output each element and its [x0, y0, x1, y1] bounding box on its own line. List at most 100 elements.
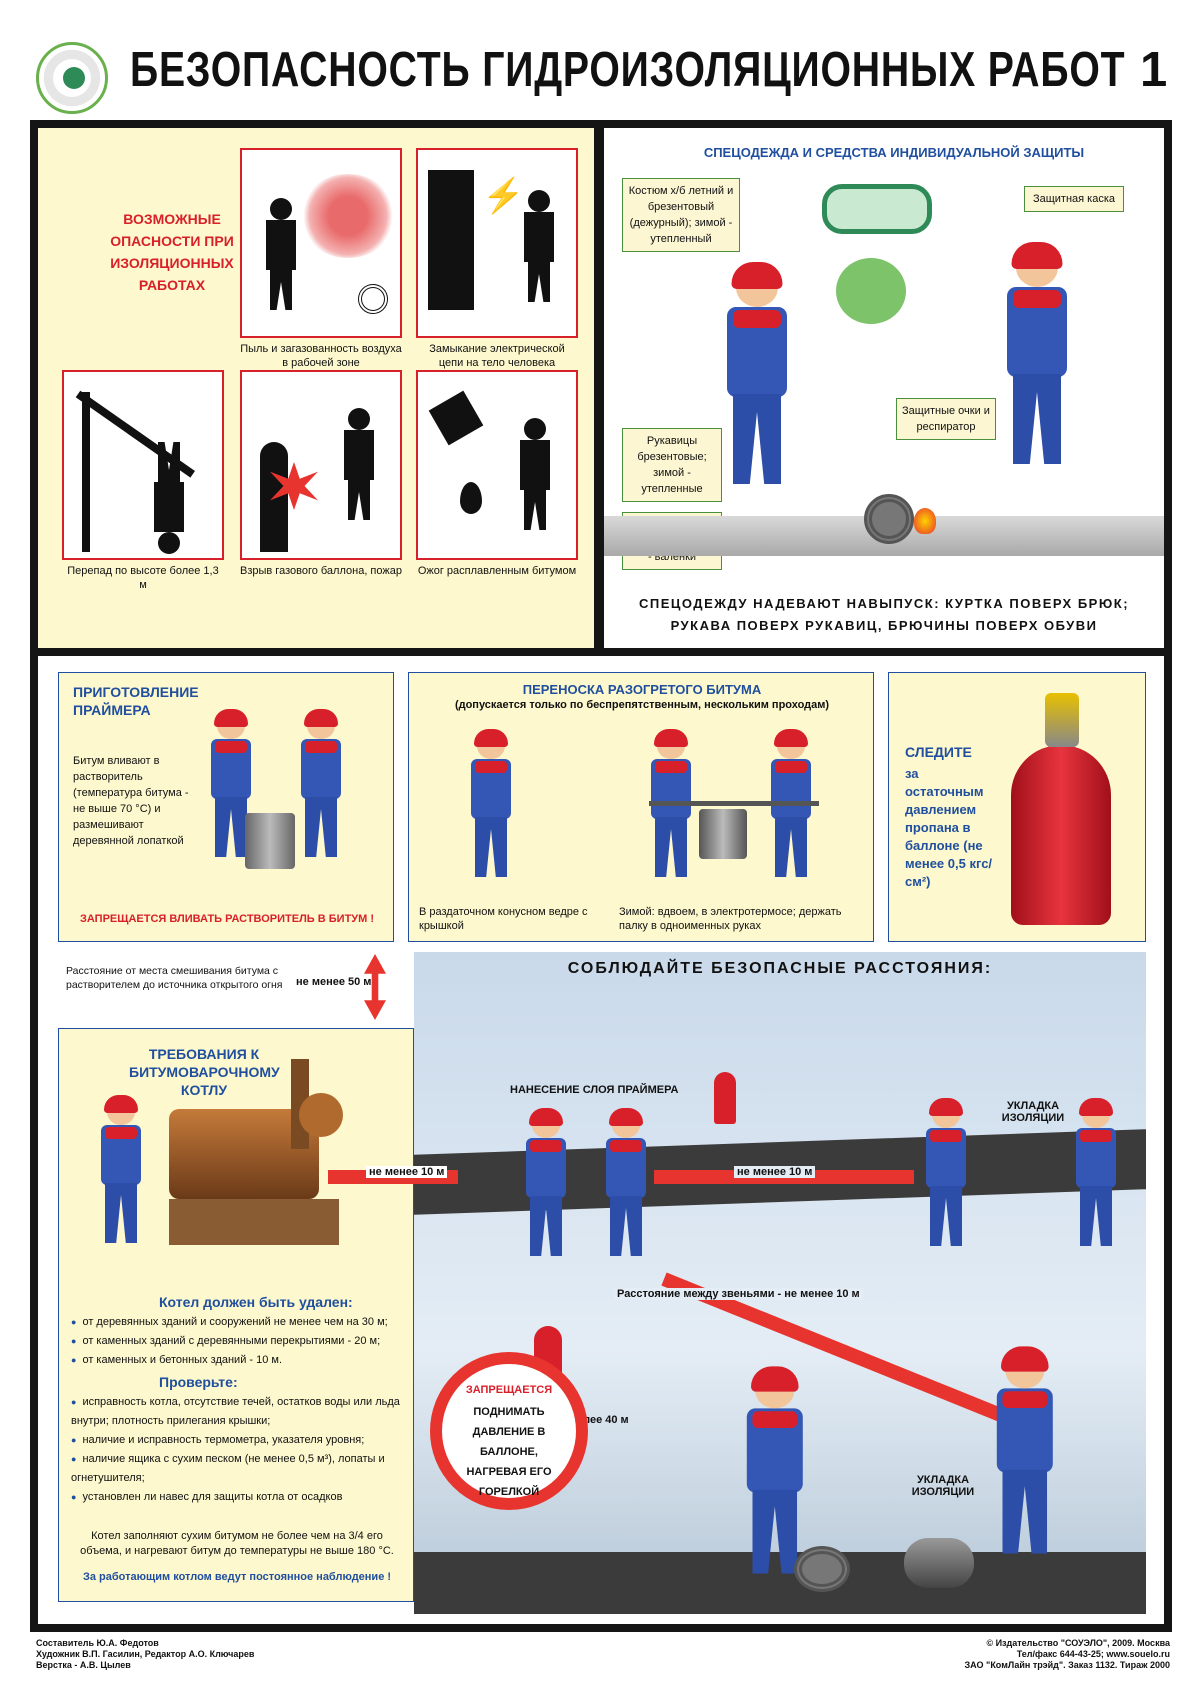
credits-left: Составитель Ю.А. Федотов Художник В.П. Г… — [36, 1638, 254, 1671]
hazard-caption-burn: Ожог расплавленным битумом — [417, 565, 577, 577]
boiler-heading: ТРЕБОВАНИЯ К БИТУМОВАРОЧНОМУ КОТЛУ — [129, 1046, 280, 1098]
credit-print: ЗАО "КомЛайн трэйд". Заказ 1132. Тираж 2… — [964, 1660, 1170, 1670]
page-number: 1 — [1140, 43, 1168, 97]
hazard-fall — [62, 370, 224, 560]
worker-primer-figure — [604, 1108, 650, 1262]
safety-logo-icon — [36, 42, 108, 114]
primer-warning: ЗАПРЕЩАЕТСЯ ВЛИВАТЬ РАСТВОРИТЕЛЬ В БИТУМ… — [79, 913, 375, 925]
boiler-gap-label: не менее 10 м — [366, 1166, 448, 1178]
hazard-burn — [416, 370, 578, 560]
credit-layout: Верстка - А.В. Цылев — [36, 1660, 131, 1670]
ppe-label-gloves: Рукавицы брезентовые; зимой - утепленные — [622, 428, 722, 502]
list-item: наличие ящика с сухим песком (не менее 0… — [71, 1450, 407, 1488]
hazard-dust — [240, 148, 402, 338]
worker-boiler-figure — [99, 1095, 145, 1249]
between-crews-label: Расстояние между звеньями - не менее 10 … — [614, 1288, 863, 1300]
credit-publisher: © Издательство "СОУЭЛО", 2009. Москва — [986, 1638, 1170, 1648]
boiler-check-list: исправность котла, отсутствие течей, ост… — [71, 1393, 407, 1507]
credit-artist: Художник В.П. Гасилин, Редактор А.О. Клю… — [36, 1649, 255, 1659]
transport-caption-right: Зимой: вдвоем, в электротермосе; держать… — [619, 906, 842, 932]
list-item: исправность котла, отсутствие течей, ост… — [71, 1393, 407, 1431]
list-item: наличие и исправность термометра, указат… — [71, 1431, 407, 1450]
hazard-electric: ⚡ — [416, 148, 578, 338]
roll-icon — [794, 1546, 850, 1592]
distance-arrow-icon — [364, 954, 386, 1020]
pressure-heading: СЛЕДИТЕ — [905, 744, 972, 760]
hazards-panel: ВОЗМОЖНЫЕ ОПАСНОСТИ ПРИ ИЗОЛЯЦИОННЫХ РАБ… — [38, 128, 594, 648]
boiler-panel: ТРЕБОВАНИЯ К БИТУМОВАРОЧНОМУ КОТЛУ Котел… — [58, 1028, 414, 1602]
machine-icon — [428, 170, 474, 310]
hazards-heading: ВОЗМОЖНЫЕ ОПАСНОСТИ ПРИ ИЗОЛЯЦИОННЫХ РАБ… — [110, 211, 234, 293]
distance-note-value: не менее 50 м — [296, 976, 372, 988]
bucket-icon — [428, 390, 484, 446]
primer-layer-label: НАНЕСЕНИЕ СЛОЯ ПРАЙМЕРА — [510, 1084, 679, 1096]
ppe-label-goggles: Защитные очки и респиратор — [896, 398, 996, 440]
transport-heading: ПЕРЕНОСКА РАЗОГРЕТОГО БИТУМА — [522, 682, 762, 697]
flame-icon — [914, 508, 936, 534]
worker-silhouette-icon — [338, 408, 382, 520]
worker-mixing-figure — [209, 709, 255, 863]
worker-primer-figure — [524, 1108, 570, 1262]
hazard-caption-electric: Замыкание электрической цепи на тело чел… — [429, 343, 565, 369]
forbidden-title: ЗАПРЕЩАЕТСЯ — [465, 1384, 553, 1396]
hazard-explosion — [240, 370, 402, 560]
hazard-caption-dust: Пыль и загазованность воздуха в рабочей … — [240, 343, 402, 369]
boiler-remove-list: от деревянных зданий и сооружений не мен… — [71, 1313, 407, 1370]
tank-icon — [299, 1093, 343, 1137]
ppe-note-line2: РУКАВА ПОВЕРХ РУКАВИЦ, БРЮЧИНЫ ПОВЕРХ ОБ… — [670, 618, 1098, 633]
distances-scene: СОБЛЮДАЙТЕ БЕЗОПАСНЫЕ РАССТОЯНИЯ: НАНЕСЕ… — [328, 952, 1146, 1614]
list-item: от каменных и бетонных зданий - 10 м. — [71, 1351, 407, 1370]
primer-panel: ПРИГОТОВЛЕНИЕ ПРАЙМЕРА Битум вливают в р… — [58, 672, 394, 942]
worker-bucket-figure — [469, 729, 515, 883]
boiler-remove-heading: Котел должен быть удален: — [159, 1294, 353, 1310]
goggles-icon — [822, 184, 932, 234]
list-item: от деревянных зданий и сооружений не мен… — [71, 1313, 407, 1332]
credits-right: © Издательство "СОУЭЛО", 2009. Москва Те… — [940, 1638, 1170, 1671]
pressure-panel: СЛЕДИТЕ за остаточным давлением пропана … — [888, 672, 1146, 942]
credit-contacts: Тел/факс 644-43-25; www.souelo.ru — [1016, 1649, 1170, 1659]
worker-ppe-figure — [724, 262, 793, 493]
carry-pole-icon — [649, 801, 819, 806]
propane-cylinder-icon — [1011, 745, 1111, 925]
laying-label-top: УКЛАДКА ИЗОЛЯЦИИ — [1001, 1100, 1065, 1124]
worker-pouring-figure — [299, 709, 345, 863]
boiler-watch-note: За работающим котлом ведут постоянное на… — [82, 1571, 392, 1583]
ppe-panel: СПЕЦОДЕЖДА И СРЕДСТВА ИНДИВИДУАЛЬНОЙ ЗАЩ… — [604, 128, 1164, 648]
ppe-note-line1: СПЕЦОДЕЖДУ НАДЕВАЮТ НАВЫПУСК: КУРТКА ПОВ… — [638, 596, 1130, 611]
gas-cylinder-icon — [714, 1072, 736, 1124]
roof-surface — [414, 1552, 1146, 1614]
worker-laying-figure — [994, 1346, 1058, 1562]
ppe-label-suit: Костюм х/б летний и брезентовый (дежурны… — [622, 178, 740, 252]
boiler-base-icon — [169, 1199, 339, 1245]
list-item: от каменных зданий с деревянными перекры… — [71, 1332, 407, 1351]
ppe-label-helmet: Защитная каска — [1024, 186, 1124, 212]
pressure-text: за остаточным давлением пропана в баллон… — [905, 766, 993, 889]
transport-caption-left: В раздаточном конусном ведре с крышкой — [419, 906, 588, 932]
hazard-caption-fall: Перепад по высоте более 1,3 м — [67, 565, 219, 591]
roller-icon — [904, 1538, 974, 1588]
thermos-icon — [699, 809, 747, 859]
gas-regulator-icon — [1045, 693, 1079, 747]
distance-note-text: Расстояние от места смешивания битума с … — [66, 965, 283, 991]
distances-heading: СОБЛЮДАЙТЕ БЕЗОПАСНЫЕ РАССТОЯНИЯ: — [567, 960, 993, 977]
worker-laying-figure — [1074, 1098, 1120, 1252]
boiler-fill-note: Котел заполняют сухим битумом не более ч… — [80, 1530, 394, 1557]
laying-label-bottom: УКЛАДКА ИЗОЛЯЦИИ — [911, 1474, 975, 1498]
roll-icon — [864, 494, 914, 544]
dust-cloud-icon — [300, 174, 396, 258]
bitumen-drop-icon — [460, 482, 482, 514]
list-item: установлен ли навес для защиты котла от … — [71, 1488, 407, 1507]
worker-silhouette-icon — [260, 198, 304, 310]
falling-worker-icon — [146, 442, 190, 554]
forbidden-text: ПОДНИМАТЬ ДАВЛЕНИЕ В БАЛЛОНЕ, НАГРЕВАЯ Е… — [466, 1406, 552, 1498]
mixing-pot-icon — [245, 813, 295, 869]
page-title: БЕЗОПАСНОСТЬ ГИДРОИЗОЛЯЦИОННЫХ РАБОТ — [130, 43, 1126, 97]
credit-author: Составитель Ю.А. Федотов — [36, 1638, 159, 1648]
crew-gap-label: не менее 10 м — [734, 1166, 816, 1178]
ladder-icon — [82, 392, 90, 552]
hazard-caption-explosion: Взрыв газового баллона, пожар — [240, 565, 402, 577]
transport-panel: ПЕРЕНОСКА РАЗОГРЕТОГО БИТУМА (допускаетс… — [408, 672, 874, 942]
respirator-icon — [836, 258, 906, 324]
worker-silhouette-icon — [518, 190, 562, 302]
roll-icon — [358, 284, 388, 314]
